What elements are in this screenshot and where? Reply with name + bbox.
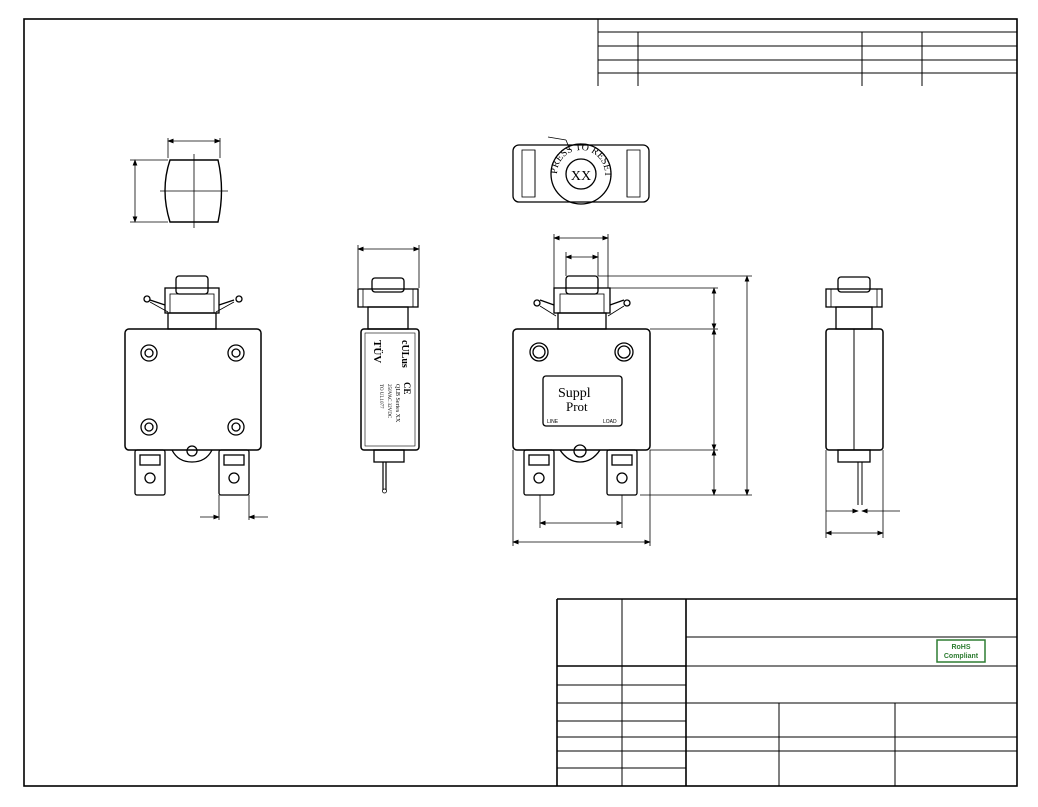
rohs-line2: Compliant — [944, 653, 979, 660]
top-view — [512, 136, 650, 205]
series-text: QLB Series XX — [394, 384, 400, 423]
rohs-line1: RoHS — [951, 644, 970, 651]
front-view-left — [124, 275, 268, 520]
rating-text-2: TO UL1077 — [378, 384, 383, 409]
ce-mark: CE — [402, 382, 412, 395]
press-center-mark: XX — [571, 169, 591, 184]
rating-text-1: 250VAC 32VDC — [386, 384, 391, 419]
front-view-main — [512, 234, 752, 546]
revision-table — [597, 19, 1017, 86]
rohs-badge-border — [936, 639, 986, 663]
line-terminal-label: LINE — [547, 419, 559, 425]
end-view — [130, 138, 228, 228]
rohs-badge: RoHS Compliant — [936, 639, 986, 663]
load-terminal-label: LOAD — [603, 419, 617, 425]
tuv-mark: TÜV — [371, 340, 384, 363]
title-block — [556, 598, 1017, 786]
front-label-box — [542, 375, 623, 427]
sheet-border — [23, 18, 1018, 787]
side-label-text: cULus TÜV QLB Series XX 250VAC 32VDC TO … — [371, 340, 412, 423]
side-view-labeled — [357, 245, 420, 494]
front-label-line1: Suppl — [558, 386, 591, 401]
side-view-right — [825, 276, 900, 538]
ul-mark: cULus — [399, 340, 410, 368]
front-label-line2: Prot — [566, 399, 588, 414]
